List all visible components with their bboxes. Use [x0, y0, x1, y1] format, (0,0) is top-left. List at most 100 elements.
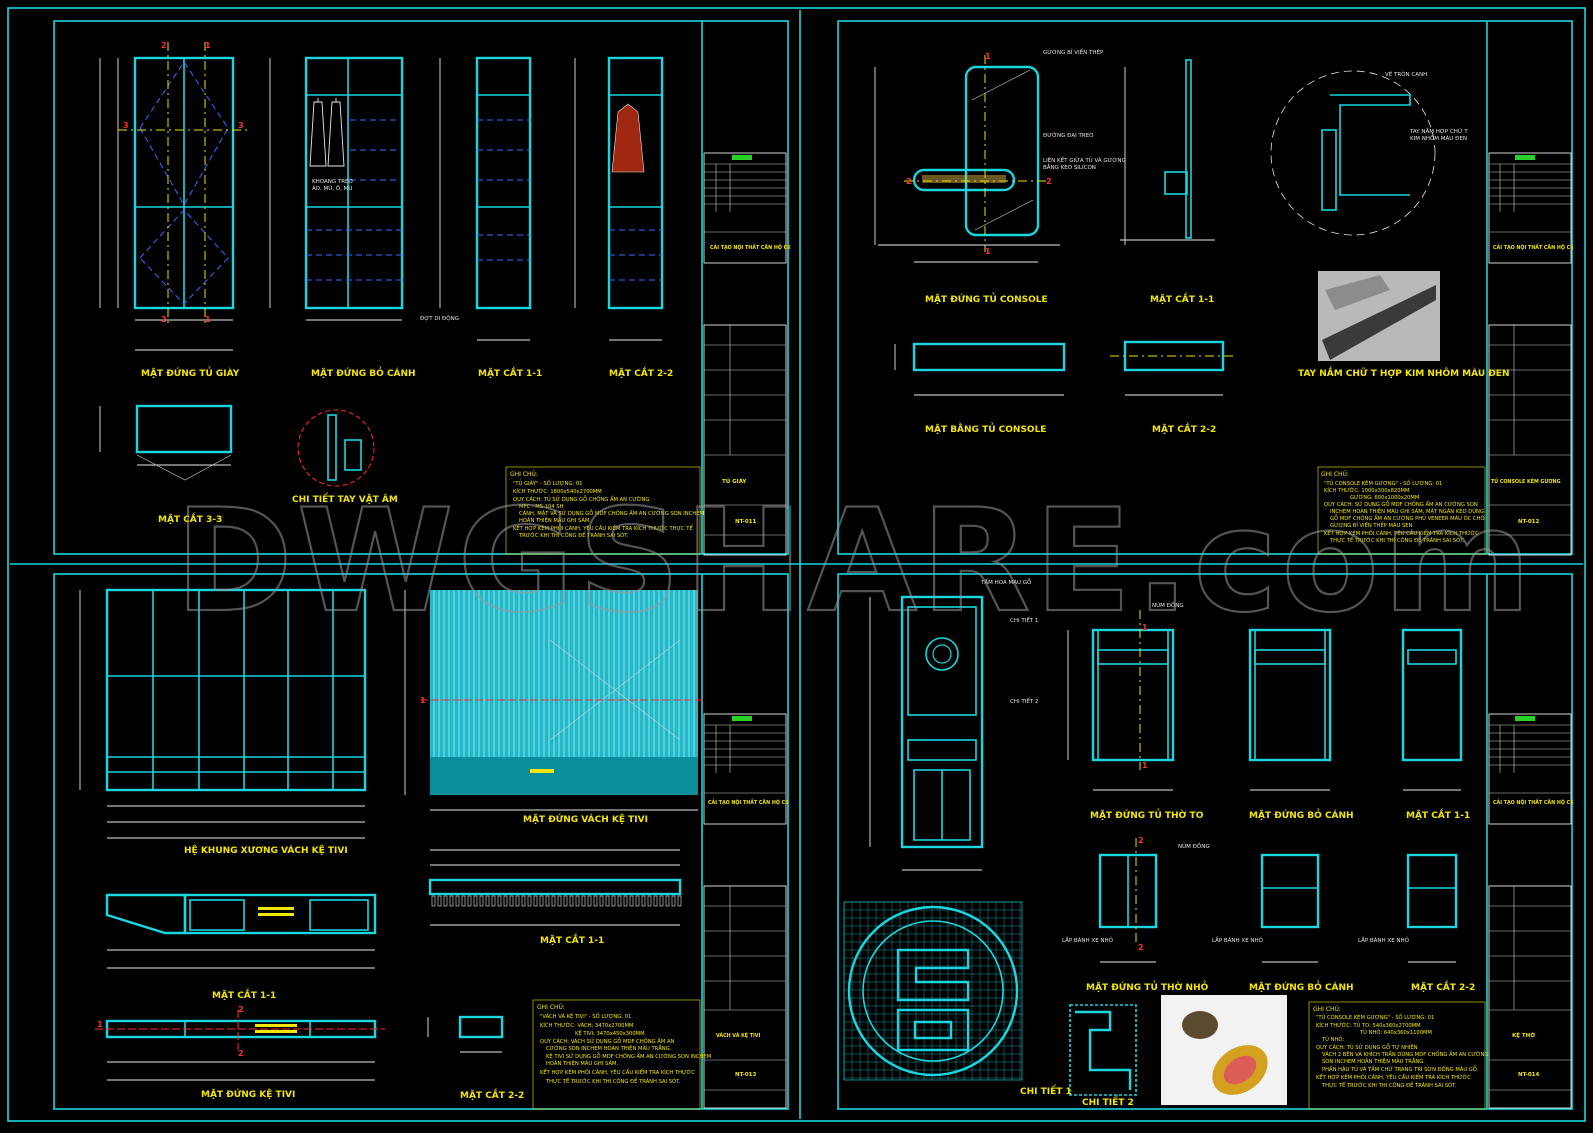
- sheet-tu-giay: CẢI TẠO NỘI THẤT CĂN HỘ C6 TỦ GIÀY NT-01…: [53, 20, 791, 556]
- section-slat: [605, 895, 610, 907]
- wall-slats: [433, 590, 695, 757]
- section-slat: [629, 895, 634, 907]
- altar-big-elevation: 11 NÚM ĐỒNG MẶT ĐỨNG TỦ THỜ TO: [1067, 600, 1204, 821]
- handle-photo: TAY NẮM CHỮ T HỢP KIM NHÔM MÀU ĐEN: [1298, 271, 1510, 379]
- section-slat: [473, 895, 478, 907]
- title-block: CẢI TẠO NỘI THẤT CĂN HỘ C6 TỦ GIÀY NT-01…: [701, 21, 791, 556]
- svg-text:2: 2: [1138, 836, 1144, 845]
- svg-text:CÁNH, MẶT VÀ SỬ DỤNG GỖ MDF CH: CÁNH, MẶT VÀ SỬ DỤNG GỖ MDF CHỐNG ẨM AN …: [519, 509, 704, 517]
- label-altar-small-section: MẶT CẮT 2-2: [1411, 980, 1475, 993]
- section-slat: [503, 895, 508, 907]
- altar-small-elevation: 22 NÚM ĐỒNG LẮP BÁNH XE NHỎ MẶT ĐỨNG TỦ …: [1062, 836, 1210, 993]
- label-tv-section-2-2: MẶT CẮT 2-2: [460, 1088, 524, 1101]
- svg-text:"VÁCH VÀ KỆ TIVI" - SỐ LƯỢNG:: "VÁCH VÀ KỆ TIVI" - SỐ LƯỢNG: 01: [540, 1012, 631, 1020]
- altar-small-section: LẮP BÁNH XE NHỎ MẶT CẮT 2-2: [1358, 853, 1475, 993]
- section-slat: [491, 895, 496, 907]
- svg-text:"TỦ GIÀY" - SỐ LƯỢNG: 01: "TỦ GIÀY" - SỐ LƯỢNG: 01: [513, 479, 582, 487]
- elevation-no-doors: KHOANG TREO ÁO, MŨ, Ô, MŨ ĐỢT DI ĐỘNG MẶ…: [269, 56, 459, 379]
- section-slat: [659, 895, 664, 907]
- svg-text:QUY CÁCH: TỦ SỬ DỤNG GỖ CHỐNG: QUY CÁCH: TỦ SỬ DỤNG GỖ CHỐNG ẨM AN CƯỜN…: [513, 495, 649, 503]
- svg-text:THỰC TẾ TRƯỚC KHI THI CÔNG ĐỂ: THỰC TẾ TRƯỚC KHI THI CÔNG ĐỂ TRÁNH SAI …: [1321, 1081, 1457, 1089]
- label-elevation-no-doors: MẶT ĐỨNG BỎ CÁNH: [311, 366, 416, 379]
- section-slats: [431, 895, 682, 907]
- svg-text:NT-014: NT-014: [1518, 1072, 1539, 1078]
- svg-text:1: 1: [420, 696, 426, 705]
- svg-text:"TỦ CONSOLE KÈM GƯƠNG" - SỐ LƯ: "TỦ CONSOLE KÈM GƯƠNG" - SỐ LƯỢNG: 01: [1316, 1013, 1434, 1021]
- svg-text:CẢI TẠO NỘI THẤT CĂN HỘ C6: CẢI TẠO NỘI THẤT CĂN HỘ C6: [1493, 798, 1574, 806]
- svg-text:ĐỢT DI ĐỘNG: ĐỢT DI ĐỘNG: [420, 315, 459, 322]
- svg-text:2: 2: [1138, 943, 1144, 952]
- section-2-2: MẶT CẮT 2-2: [574, 56, 673, 379]
- svg-text:KẾT HỢP KÈM PHỐI CÁNH, YÊU CẦU: KẾT HỢP KÈM PHỐI CÁNH, YÊU CẦU KIỂM TRA …: [1324, 529, 1479, 537]
- svg-text:1: 1: [985, 52, 991, 61]
- section-slat: [443, 895, 448, 907]
- section-slat: [461, 895, 466, 907]
- svg-text:2: 2: [161, 315, 167, 324]
- section-slat: [599, 895, 604, 907]
- section-slat: [485, 895, 490, 907]
- section-slat: [593, 895, 598, 907]
- svg-text:2: 2: [238, 1049, 244, 1058]
- svg-text:LẮP BÁNH XE NHỎ: LẮP BÁNH XE NHỎ: [1062, 936, 1114, 944]
- label-altar-small-no-doors: MẶT ĐỨNG BỎ CÁNH: [1249, 980, 1354, 993]
- plan-console: MẶT BẰNG TỦ CONSOLE: [894, 342, 1066, 435]
- svg-text:TRƯỚC KHI THI CÔNG ĐỂ TRÁNH SA: TRƯỚC KHI THI CÔNG ĐỂ TRÁNH SAI SÓT.: [518, 531, 629, 539]
- svg-text:2: 2: [238, 1005, 244, 1014]
- section-slat: [575, 895, 580, 907]
- section-slat: [581, 895, 586, 907]
- svg-text:BẰNG KEO SILICON: BẰNG KEO SILICON: [1043, 163, 1096, 171]
- svg-text:1: 1: [985, 247, 991, 256]
- svg-text:ÁO, MŨ, Ô, MŨ: ÁO, MŨ, Ô, MŨ: [312, 185, 352, 192]
- section-slat: [551, 895, 556, 907]
- tv-console-section-1-1: MẶT CẮT 1-1: [105, 893, 377, 1001]
- section-slat: [563, 895, 568, 907]
- svg-text:CẢI TẠO NỘI THẤT CĂN HỘ C6: CẢI TẠO NỘI THẤT CĂN HỘ C6: [1493, 243, 1574, 251]
- section-slat: [449, 895, 454, 907]
- svg-text:INCHEM HOÀN THIỆN MÀU GHI SÁM,: INCHEM HOÀN THIỆN MÀU GHI SÁM, MẶT NGĂN …: [1330, 507, 1484, 515]
- svg-text:KỆ THỜ: KỆ THỜ: [1512, 1031, 1535, 1039]
- svg-text:"TỦ CONSOLE KÈM GƯƠNG" - SỐ LƯ: "TỦ CONSOLE KÈM GƯƠNG" - SỐ LƯỢNG: 01: [1324, 479, 1442, 487]
- section-slat: [653, 895, 658, 907]
- tb-drawing-code: NT-011: [735, 519, 756, 525]
- title-block: CẢI TẠO NỘI THẤT CĂN HỘ C6 TỦ CONSOLE KÈ…: [1486, 21, 1574, 556]
- section-slat: [533, 895, 538, 907]
- section-slat: [431, 895, 436, 907]
- label-elevation-shoe: MẶT ĐỨNG TỦ GIÀY: [141, 366, 240, 379]
- tv-wall-elevation: 1 MẶT ĐỨNG VÁCH KỆ TIVI: [404, 590, 705, 825]
- svg-text:GỖ MDF CHỐNG ẨM AN CƯỜNG PHỦ V: GỖ MDF CHỐNG ẨM AN CƯỜNG PHỦ VENEER MÀU …: [1330, 514, 1486, 522]
- sheet-vach-ke-tivi: CẢI TẠO NỘI THẤT CĂN HỘ C6 VÁCH VÀ KỆ TI…: [53, 573, 789, 1110]
- svg-text:KỆ TIVI: 3470x450x300MM: KỆ TIVI: 3470x450x300MM: [575, 1029, 645, 1037]
- title-block-badge: [732, 155, 752, 160]
- svg-text:3: 3: [123, 121, 129, 130]
- svg-text:KỆ TIVI SỬ DỤNG GỖ MDF CHỐNG Ẩ: KỆ TIVI SỬ DỤNG GỖ MDF CHỐNG ẨM AN CƯỜNG…: [546, 1052, 711, 1060]
- label-detail-2: CHI TIẾT 2: [1082, 1095, 1134, 1108]
- label-section-2-2: MẶT CẮT 2-2: [609, 366, 673, 379]
- altar-small-no-doors: LẮP BÁNH XE NHỎ MẶT ĐỨNG BỎ CÁNH: [1212, 853, 1354, 993]
- svg-text:KÍCH THƯỚC: 1000x300x820MM: KÍCH THƯỚC: 1000x300x820MM: [1324, 487, 1409, 494]
- svg-text:PHẦN HẬU TỦ VÀ TẤM CHỮ TRANG T: PHẦN HẬU TỦ VÀ TẤM CHỮ TRANG TRÍ SƠN ĐỒN…: [1322, 1064, 1479, 1073]
- detail-2: CHI TIẾT 2: [1069, 1004, 1137, 1108]
- svg-text:LIÊN KẾT GIỮA TỦ VÀ GƯƠNG: LIÊN KẾT GIỮA TỦ VÀ GƯƠNG: [1043, 156, 1126, 164]
- svg-text:1: 1: [205, 41, 211, 50]
- svg-text:KIM NHÔM MÀU ĐEN: KIM NHÔM MÀU ĐEN: [1410, 135, 1467, 142]
- section-slat: [527, 895, 532, 907]
- tv-console-elevation: 122 MẶT ĐỨNG KỆ TIVI: [95, 1005, 385, 1100]
- svg-text:1: 1: [1142, 623, 1148, 632]
- section-slat: [635, 895, 640, 907]
- svg-text:2: 2: [906, 177, 912, 186]
- detail-rounded-edge: VẼ TRÒN CẠNH TAY NẮM HỢP CHỮ T KIM NHÔM …: [1270, 70, 1468, 236]
- svg-text:NÚM ĐỒNG: NÚM ĐỒNG: [1178, 841, 1210, 850]
- svg-text:CẢI TẠO NỘI THẤT CĂN HỘ C6: CẢI TẠO NỘI THẤT CĂN HỘ C6: [708, 798, 789, 806]
- section-slat: [467, 895, 472, 907]
- section-3-3: MẶT CẮT 3-3: [99, 404, 233, 525]
- svg-text:2: 2: [1046, 177, 1052, 186]
- svg-text:LẮP BÁNH XE NHỎ: LẮP BÁNH XE NHỎ: [1358, 936, 1410, 944]
- tb-drawing-name: TỦ GIÀY: [722, 477, 747, 485]
- section-slat: [455, 895, 460, 907]
- section-console-1-1: MẶT CẮT 1-1: [1120, 59, 1215, 305]
- svg-text:SON INCHEM HOÀN THIỆN MÀU TRẮN: SON INCHEM HOÀN THIỆN MÀU TRẮNG.: [1322, 1057, 1425, 1065]
- svg-text:QUY CÁCH: VÁCH SỬ DỤNG GỖ MDF: QUY CÁCH: VÁCH SỬ DỤNG GỖ MDF CHỐNG ẨM A…: [540, 1037, 675, 1045]
- title-block: CẢI TẠO NỘI THẤT CĂN HỘ C6 KỆ THỜ NT-014: [1486, 574, 1574, 1109]
- svg-text:QUY CÁCH: SỬ DỤNG GỖ MDF CHỐNG: QUY CÁCH: SỬ DỤNG GỖ MDF CHỐNG ẨM AN CƯỜ…: [1324, 500, 1478, 508]
